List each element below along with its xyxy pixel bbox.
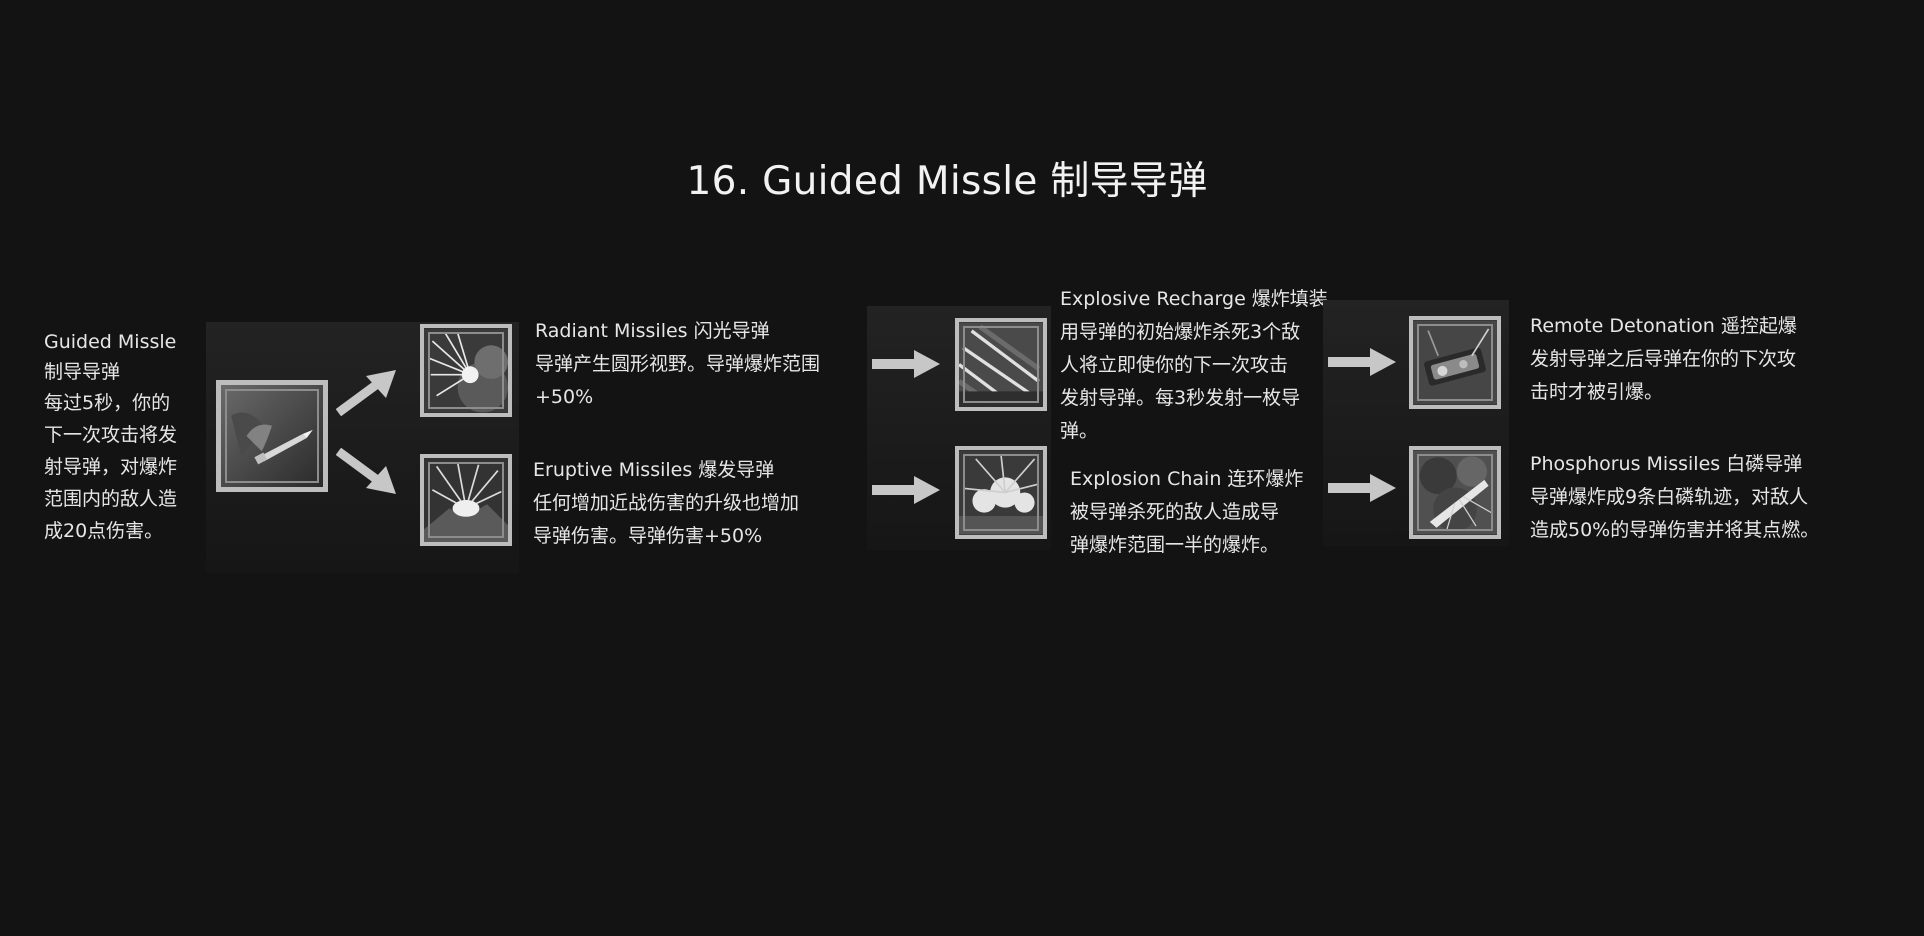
recharge-line: 发射导弹。每3秒发射一枚导 bbox=[1060, 382, 1328, 415]
radiant-line: +50% bbox=[535, 381, 820, 414]
radiant-burst-icon[interactable] bbox=[420, 324, 512, 417]
radiant-line: 导弹产生圆形视野。导弹爆炸范围 bbox=[535, 348, 820, 381]
radiant-name: Radiant Missiles 闪光导弹 bbox=[535, 315, 820, 348]
base-upgrade-name: Guided Missle bbox=[44, 327, 177, 357]
branch-arrow-down bbox=[336, 448, 402, 498]
base-upgrade-line: 成20点伤害。 bbox=[44, 515, 177, 547]
base-upgrade-line: 每过5秒，你的 bbox=[44, 387, 177, 419]
chain-text: Explosion Chain 连环爆炸 被导弹杀死的敌人造成导 弹爆炸范围一半… bbox=[1070, 463, 1303, 562]
tier2-arrow-top bbox=[870, 348, 942, 380]
phosphorus-icon[interactable] bbox=[1409, 446, 1501, 539]
base-upgrade-text: Guided Missle 制导导弹 每过5秒，你的 下一次攻击将发 射导弹，对… bbox=[44, 327, 177, 547]
branch-arrow-up bbox=[336, 366, 402, 416]
chain-line: 被导弹杀死的敌人造成导 bbox=[1070, 496, 1303, 529]
recharge-text: Explosive Recharge 爆炸填装 用导弹的初始爆炸杀死3个敌 人将… bbox=[1060, 283, 1328, 448]
page-title: 16. Guided Missle 制导导弹 bbox=[0, 150, 1894, 206]
tier2-arrow-bottom bbox=[870, 474, 942, 506]
chain-name: Explosion Chain 连环爆炸 bbox=[1070, 463, 1303, 496]
base-upgrade-line: 射导弹，对爆炸 bbox=[44, 451, 177, 483]
eruptive-line: 任何增加近战伤害的升级也增加 bbox=[533, 487, 799, 520]
phosphorus-text: Phosphorus Missiles 白磷导弹 导弹爆炸成9条白磷轨迹，对敌人… bbox=[1530, 448, 1819, 547]
remote-name: Remote Detonation 遥控起爆 bbox=[1530, 310, 1797, 343]
missile-salvo-icon[interactable] bbox=[955, 318, 1047, 411]
remote-text: Remote Detonation 遥控起爆 发射导弹之后导弹在你的下次攻 击时… bbox=[1530, 310, 1797, 409]
eruptive-line: 导弹伤害。导弹伤害+50% bbox=[533, 520, 799, 553]
recharge-line: 弹。 bbox=[1060, 415, 1328, 448]
tier3-arrow-top bbox=[1326, 346, 1398, 378]
recharge-name: Explosive Recharge 爆炸填装 bbox=[1060, 283, 1328, 316]
missile-icon[interactable] bbox=[216, 380, 328, 492]
recharge-line: 人将立即使你的下一次攻击 bbox=[1060, 349, 1328, 382]
radiant-text: Radiant Missiles 闪光导弹 导弹产生圆形视野。导弹爆炸范围 +5… bbox=[535, 315, 820, 414]
remote-line: 发射导弹之后导弹在你的下次攻 bbox=[1530, 343, 1797, 376]
phosphorus-name: Phosphorus Missiles 白磷导弹 bbox=[1530, 448, 1819, 481]
explosion-chain-icon[interactable] bbox=[955, 446, 1047, 539]
remote-line: 击时才被引爆。 bbox=[1530, 376, 1797, 409]
phosphorus-line: 导弹爆炸成9条白磷轨迹，对敌人 bbox=[1530, 481, 1819, 514]
base-upgrade-line: 制导导弹 bbox=[44, 357, 177, 387]
tier3-arrow-bottom bbox=[1326, 472, 1398, 504]
eruption-icon[interactable] bbox=[420, 454, 512, 546]
recharge-line: 用导弹的初始爆炸杀死3个敌 bbox=[1060, 316, 1328, 349]
chain-line: 弹爆炸范围一半的爆炸。 bbox=[1070, 529, 1303, 562]
base-upgrade-line: 下一次攻击将发 bbox=[44, 419, 177, 451]
eruptive-name: Eruptive Missiles 爆发导弹 bbox=[533, 454, 799, 487]
phosphorus-line: 造成50%的导弹伤害并将其点燃。 bbox=[1530, 514, 1819, 547]
base-upgrade-line: 范围内的敌人造 bbox=[44, 483, 177, 515]
eruptive-text: Eruptive Missiles 爆发导弹 任何增加近战伤害的升级也增加 导弹… bbox=[533, 454, 799, 553]
detonator-icon[interactable] bbox=[1409, 316, 1501, 409]
